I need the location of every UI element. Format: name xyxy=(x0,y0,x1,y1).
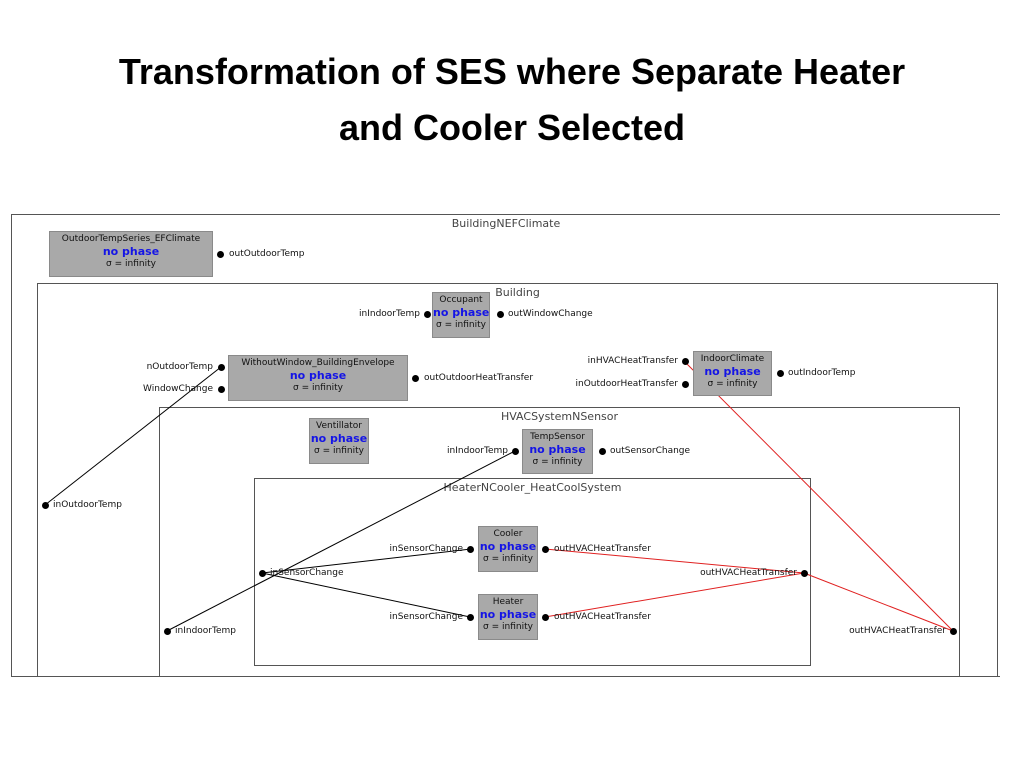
port-dot-hvac-out[interactable] xyxy=(950,628,957,635)
port-dot-building-in[interactable] xyxy=(42,502,49,509)
model-sigma: σ = infinity xyxy=(314,446,364,456)
port-dot-heater-out[interactable] xyxy=(542,614,549,621)
model-phase: no phase xyxy=(289,369,347,382)
frame-label-building: Building xyxy=(495,286,540,299)
port-label-hc-in: inSensorChange xyxy=(270,568,344,578)
slide-title: Transformation of SES where Separate Hea… xyxy=(0,44,1024,156)
model-occupant[interactable]: Occupant no phase σ = infinity xyxy=(432,292,490,338)
port-dot-occupant-out[interactable] xyxy=(497,311,504,318)
model-ventillator[interactable]: Ventillator no phase σ = infinity xyxy=(309,418,369,464)
frame-label-hvac: HVACSystemNSensor xyxy=(500,410,619,423)
model-phase: no phase xyxy=(433,306,490,319)
model-name: TempSensor xyxy=(530,432,585,442)
port-dot-hc-out[interactable] xyxy=(801,570,808,577)
model-outdoor-temp-series[interactable]: OutdoorTempSeries_EFClimate no phase σ =… xyxy=(49,231,213,277)
port-dot-indoor-in2[interactable] xyxy=(682,381,689,388)
port-label-hvac-out: outHVACHeatTransfer xyxy=(849,626,946,636)
port-dot-indoor-in1[interactable] xyxy=(682,358,689,365)
port-dot-envelope-in1[interactable] xyxy=(218,364,225,371)
port-dot-heater-in[interactable] xyxy=(467,614,474,621)
model-building-envelope[interactable]: WithoutWindow_BuildingEnvelope no phase … xyxy=(228,355,408,401)
model-sigma: σ = infinity xyxy=(483,622,533,632)
port-label-occupant-out: outWindowChange xyxy=(508,309,593,319)
wire-heater-to-hc-out xyxy=(544,572,805,618)
model-phase: no phase xyxy=(479,608,537,621)
port-dot-hc-in[interactable] xyxy=(259,570,266,577)
model-name: Heater xyxy=(492,597,524,607)
port-label-envelope-in2: WindowChange xyxy=(143,384,213,394)
port-label-building-in: inOutdoorTemp xyxy=(53,500,122,510)
model-sigma: σ = infinity xyxy=(106,259,156,269)
model-phase: no phase xyxy=(102,245,160,258)
frame-hvac-system: HVACSystemNSensor xyxy=(159,407,960,677)
port-dot-cooler-out[interactable] xyxy=(542,546,549,553)
port-dot-hvac-in[interactable] xyxy=(164,628,171,635)
wire-cooler-to-hc-out xyxy=(544,548,805,574)
model-temp-sensor[interactable]: TempSensor no phase σ = infinity xyxy=(522,429,593,474)
model-cooler[interactable]: Cooler no phase σ = infinity xyxy=(478,526,538,572)
model-heater[interactable]: Heater no phase σ = infinity xyxy=(478,594,538,640)
wire-hvac-out-to-indoor xyxy=(684,361,954,632)
slide-title-line-2: and Cooler Selected xyxy=(338,107,686,148)
model-name: Ventillator xyxy=(316,421,362,431)
model-name: Occupant xyxy=(439,295,483,305)
port-dot-outdoor-out[interactable] xyxy=(217,251,224,258)
port-label-indoor-in1: inHVACHeatTransfer xyxy=(587,356,678,366)
frame-label-heatcool: HeaterNCooler_HeatCoolSystem xyxy=(443,481,622,494)
port-label-indoor-out: outIndoorTemp xyxy=(788,368,856,378)
model-name: IndoorClimate xyxy=(700,354,765,364)
port-dot-indoor-out[interactable] xyxy=(777,370,784,377)
model-sigma: σ = infinity xyxy=(707,379,758,389)
wire-hc-out-to-hvac-out xyxy=(803,572,954,632)
port-label-outdoor-out: outOutdoorTemp xyxy=(229,249,305,259)
model-phase: no phase xyxy=(529,443,586,456)
frame-heater-cooler-system: HeaterNCooler_HeatCoolSystem xyxy=(254,478,811,666)
slide-title-line-1: Transformation of SES where Separate Hea… xyxy=(118,51,906,92)
model-name: WithoutWindow_BuildingEnvelope xyxy=(241,358,395,368)
port-dot-cooler-in[interactable] xyxy=(467,546,474,553)
port-dot-sensor-in[interactable] xyxy=(512,448,519,455)
port-label-heater-out: outHVACHeatTransfer xyxy=(554,612,651,622)
model-indoor-climate[interactable]: IndoorClimate no phase σ = infinity xyxy=(693,351,772,396)
model-phase: no phase xyxy=(310,432,368,445)
port-label-indoor-in2: inOutdoorHeatTransfer xyxy=(575,379,679,389)
port-label-hc-out: outHVACHeatTransfer xyxy=(700,568,797,578)
port-label-sensor-out: outSensorChange xyxy=(610,446,691,456)
port-label-hvac-in: inIndoorTemp xyxy=(175,626,236,636)
model-phase: no phase xyxy=(704,365,761,378)
model-sigma: σ = infinity xyxy=(293,383,343,393)
wire-outdoor-to-envelope xyxy=(44,366,222,506)
port-dot-occupant-in[interactable] xyxy=(424,311,431,318)
frame-building: Building xyxy=(37,283,998,677)
wire-sensor-to-heater xyxy=(261,572,471,618)
model-sigma: σ = infinity xyxy=(532,457,583,467)
wire-indoor-to-sensor xyxy=(166,450,516,632)
port-label-heater-in: inSensorChange xyxy=(389,612,463,622)
model-name: OutdoorTempSeries_EFClimate xyxy=(61,234,201,244)
port-label-cooler-in: inSensorChange xyxy=(389,544,463,554)
wire-sensor-to-cooler xyxy=(261,548,472,574)
port-dot-sensor-out[interactable] xyxy=(599,448,606,455)
port-label-envelope-in1: nOutdoorTemp xyxy=(146,362,213,372)
port-label-envelope-out: outOutdoorHeatTransfer xyxy=(424,373,534,383)
port-label-sensor-in: inIndoorTemp xyxy=(447,446,508,456)
port-dot-envelope-out[interactable] xyxy=(412,375,419,382)
port-dot-envelope-in2[interactable] xyxy=(218,386,225,393)
port-label-occupant-in: inIndoorTemp xyxy=(359,309,420,319)
frame-label-climate: BuildingNEFClimate xyxy=(451,217,561,230)
model-sigma: σ = infinity xyxy=(483,554,533,564)
model-sigma: σ = infinity xyxy=(436,320,486,330)
port-label-cooler-out: outHVACHeatTransfer xyxy=(554,544,651,554)
model-name: Cooler xyxy=(493,529,523,539)
frame-building-nef-climate: BuildingNEFClimate xyxy=(11,214,1000,677)
model-phase: no phase xyxy=(479,540,537,553)
